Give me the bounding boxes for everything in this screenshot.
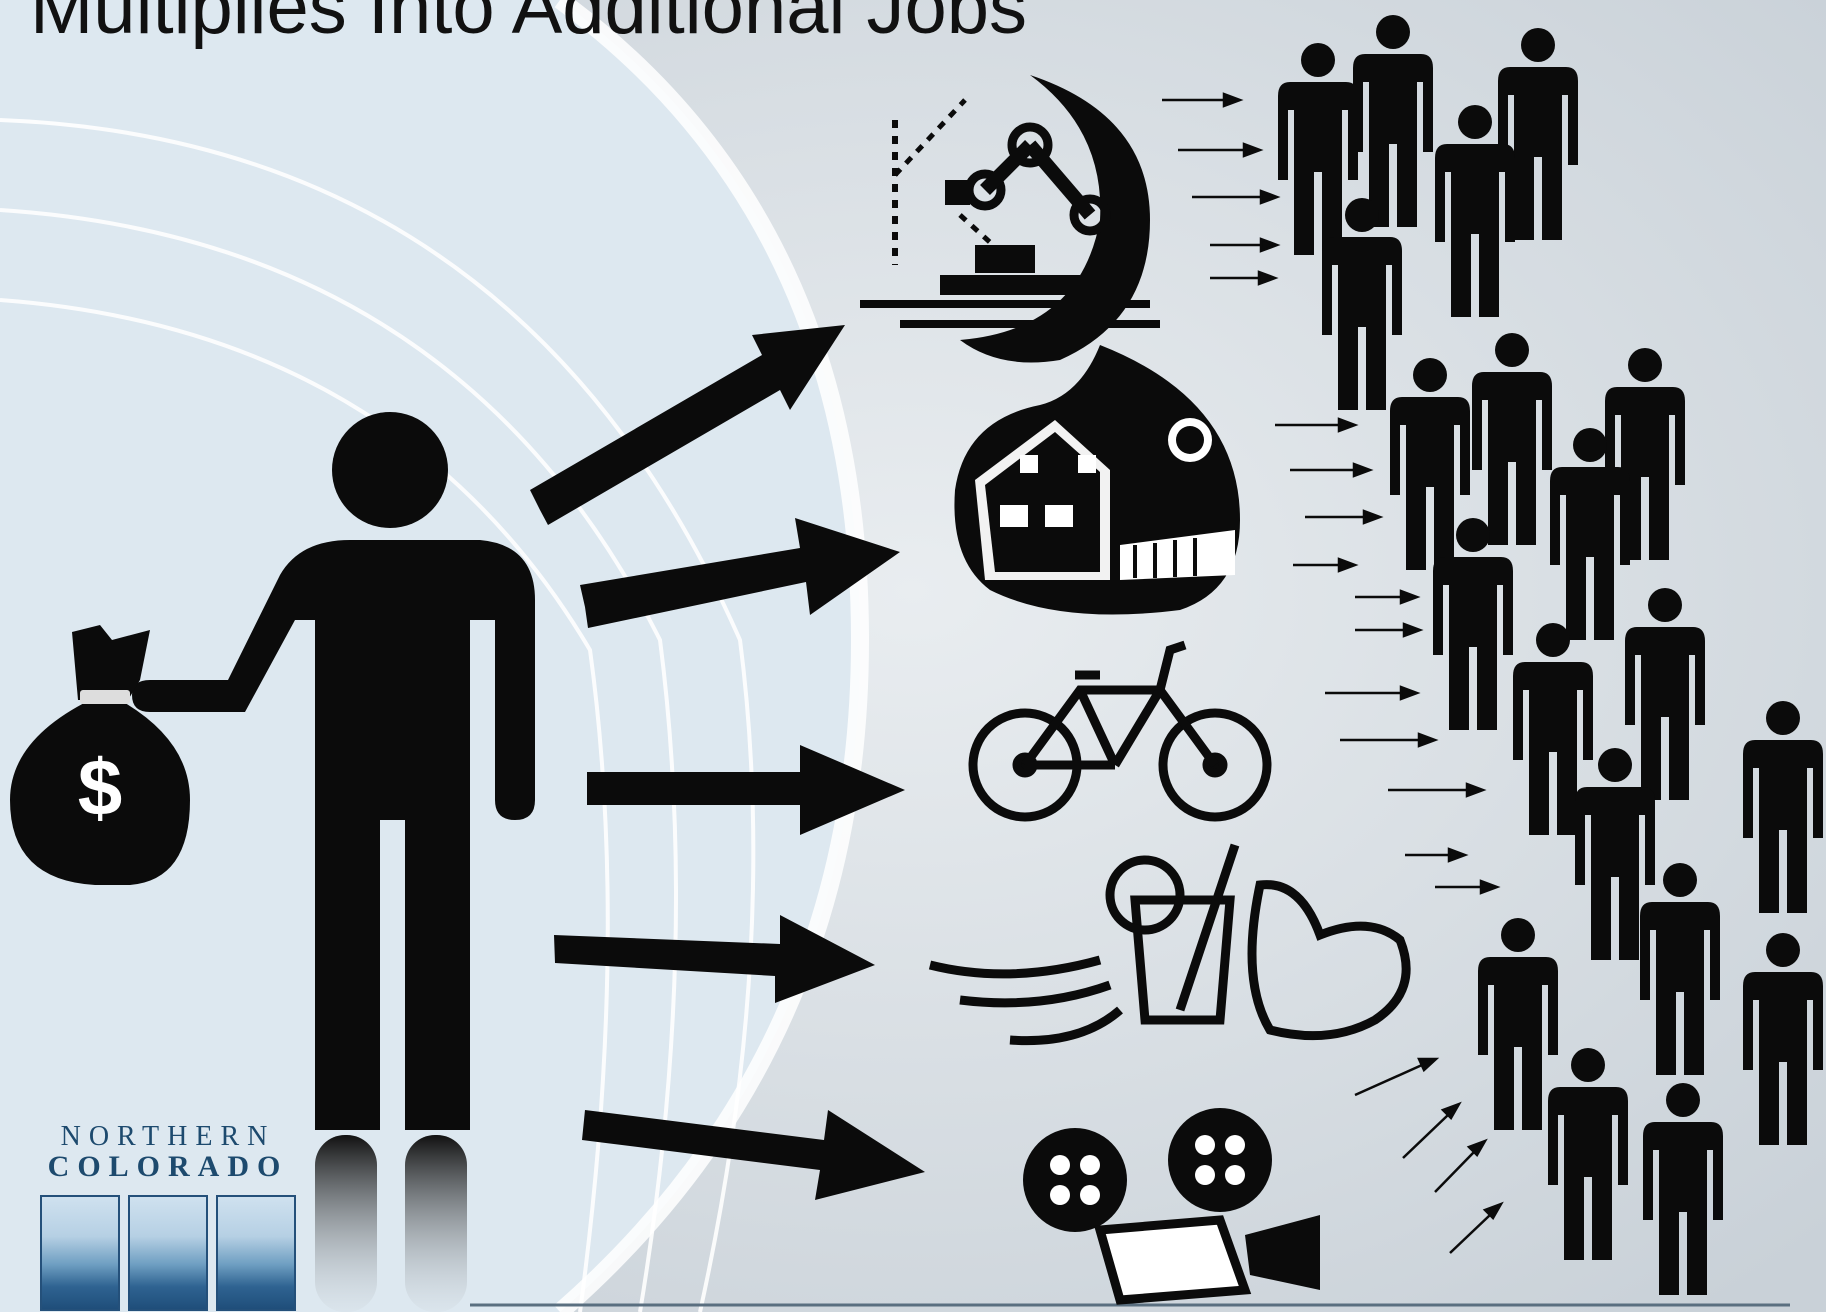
- small-arrow: [1402, 1101, 1462, 1159]
- worker-figure: [1278, 43, 1358, 255]
- arrow-to-bicycle: [587, 745, 905, 835]
- worker-figure: [1625, 588, 1705, 800]
- page-title: Multiplies Into Additional Jobs: [30, 0, 1028, 50]
- worker-figure: [1643, 1083, 1723, 1295]
- arrow-to-house: [580, 518, 900, 628]
- mountain-panel: [216, 1194, 296, 1311]
- worker-figure: [1550, 428, 1630, 640]
- worker-figure: [1640, 863, 1720, 1075]
- spending-arrows: [530, 325, 925, 1200]
- bicycle-icon: [968, 640, 1272, 822]
- small-arrow: [1210, 270, 1279, 286]
- small-arrow: [1435, 879, 1501, 895]
- worker-crowd: [1278, 15, 1823, 1295]
- arrow-to-manufacturing: [530, 325, 845, 525]
- small-arrow: [1449, 1201, 1504, 1254]
- worker-figure: [1605, 348, 1685, 560]
- small-arrow: [1325, 685, 1421, 701]
- worker-figure: [1353, 15, 1433, 227]
- robotic-manufacturing-icon: [860, 75, 1160, 363]
- small-arrow: [1290, 462, 1374, 478]
- small-arrow: [1305, 509, 1384, 525]
- small-arrow: [1192, 189, 1281, 205]
- small-arrow: [1162, 92, 1244, 108]
- worker-figure: [1743, 933, 1823, 1145]
- small-arrow: [1293, 557, 1359, 573]
- small-arrow: [1275, 417, 1359, 433]
- small-arrow: [1355, 622, 1424, 638]
- mountain-panel: [40, 1194, 120, 1311]
- small-arrow: [1178, 142, 1264, 158]
- worker-figure: [1743, 701, 1823, 913]
- small-arrow: [1405, 847, 1469, 863]
- food-drink-icon: [928, 843, 1411, 1046]
- worker-figure: [1472, 333, 1552, 545]
- worker-figure: [1478, 918, 1558, 1130]
- house-icon: [954, 345, 1240, 615]
- small-arrow: [1210, 237, 1281, 253]
- arrow-to-food: [554, 915, 875, 1003]
- logo-mountain-panels: [38, 1194, 298, 1311]
- small-arrow: [1340, 732, 1439, 748]
- small-arrows: [1162, 92, 1504, 1254]
- small-arrow: [1354, 1057, 1440, 1097]
- logo-line-1: NORTHERN: [60, 1121, 276, 1152]
- money-bag-icon: $: [10, 625, 190, 885]
- mountain-panel: [128, 1194, 208, 1311]
- film-camera-icon: [1023, 1108, 1320, 1305]
- small-arrow: [1434, 1138, 1488, 1193]
- small-arrow: [1388, 782, 1487, 798]
- person-figure: [132, 412, 535, 1312]
- dollar-sign: $: [78, 743, 123, 832]
- small-arrow: [1355, 589, 1421, 605]
- logo-line-2: COLORADO: [47, 1150, 289, 1184]
- northern-colorado-logo: NORTHERN COLORADO: [38, 1122, 298, 1312]
- worker-figure: [1548, 1048, 1628, 1260]
- arrow-to-film: [582, 1110, 925, 1200]
